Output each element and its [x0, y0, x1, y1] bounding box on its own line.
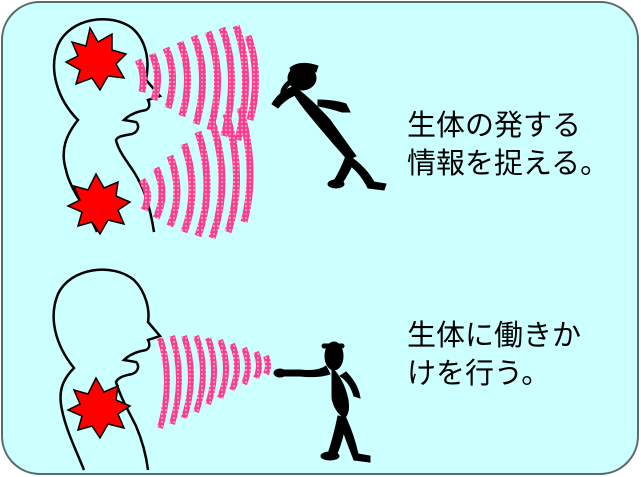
chest-signal-waves	[139, 107, 254, 240]
human-outline-top	[52, 18, 163, 233]
head-signal-waves	[134, 24, 259, 141]
top-scene	[52, 18, 387, 240]
pointing-figure-icon	[273, 341, 371, 463]
caption-top-line2: 情報を捉える。	[407, 146, 610, 180]
caption-top: 生体の発する 情報を捉える。	[407, 106, 609, 182]
emitted-signal-waves	[157, 334, 271, 429]
caption-bottom: 生体に働きか けを行う。	[407, 316, 581, 392]
head-burst-icon	[64, 25, 128, 92]
bottom-chest-burst-icon	[66, 376, 132, 440]
caption-top-line1: 生体の発する	[407, 108, 582, 142]
caption-bottom-line2: けを行う。	[407, 356, 551, 390]
bottom-scene	[52, 268, 371, 471]
chest-burst-icon	[66, 172, 132, 236]
human-outline-bottom	[52, 268, 163, 471]
listening-figure-icon	[271, 62, 387, 191]
caption-bottom-line1: 生体に働きか	[407, 318, 582, 352]
